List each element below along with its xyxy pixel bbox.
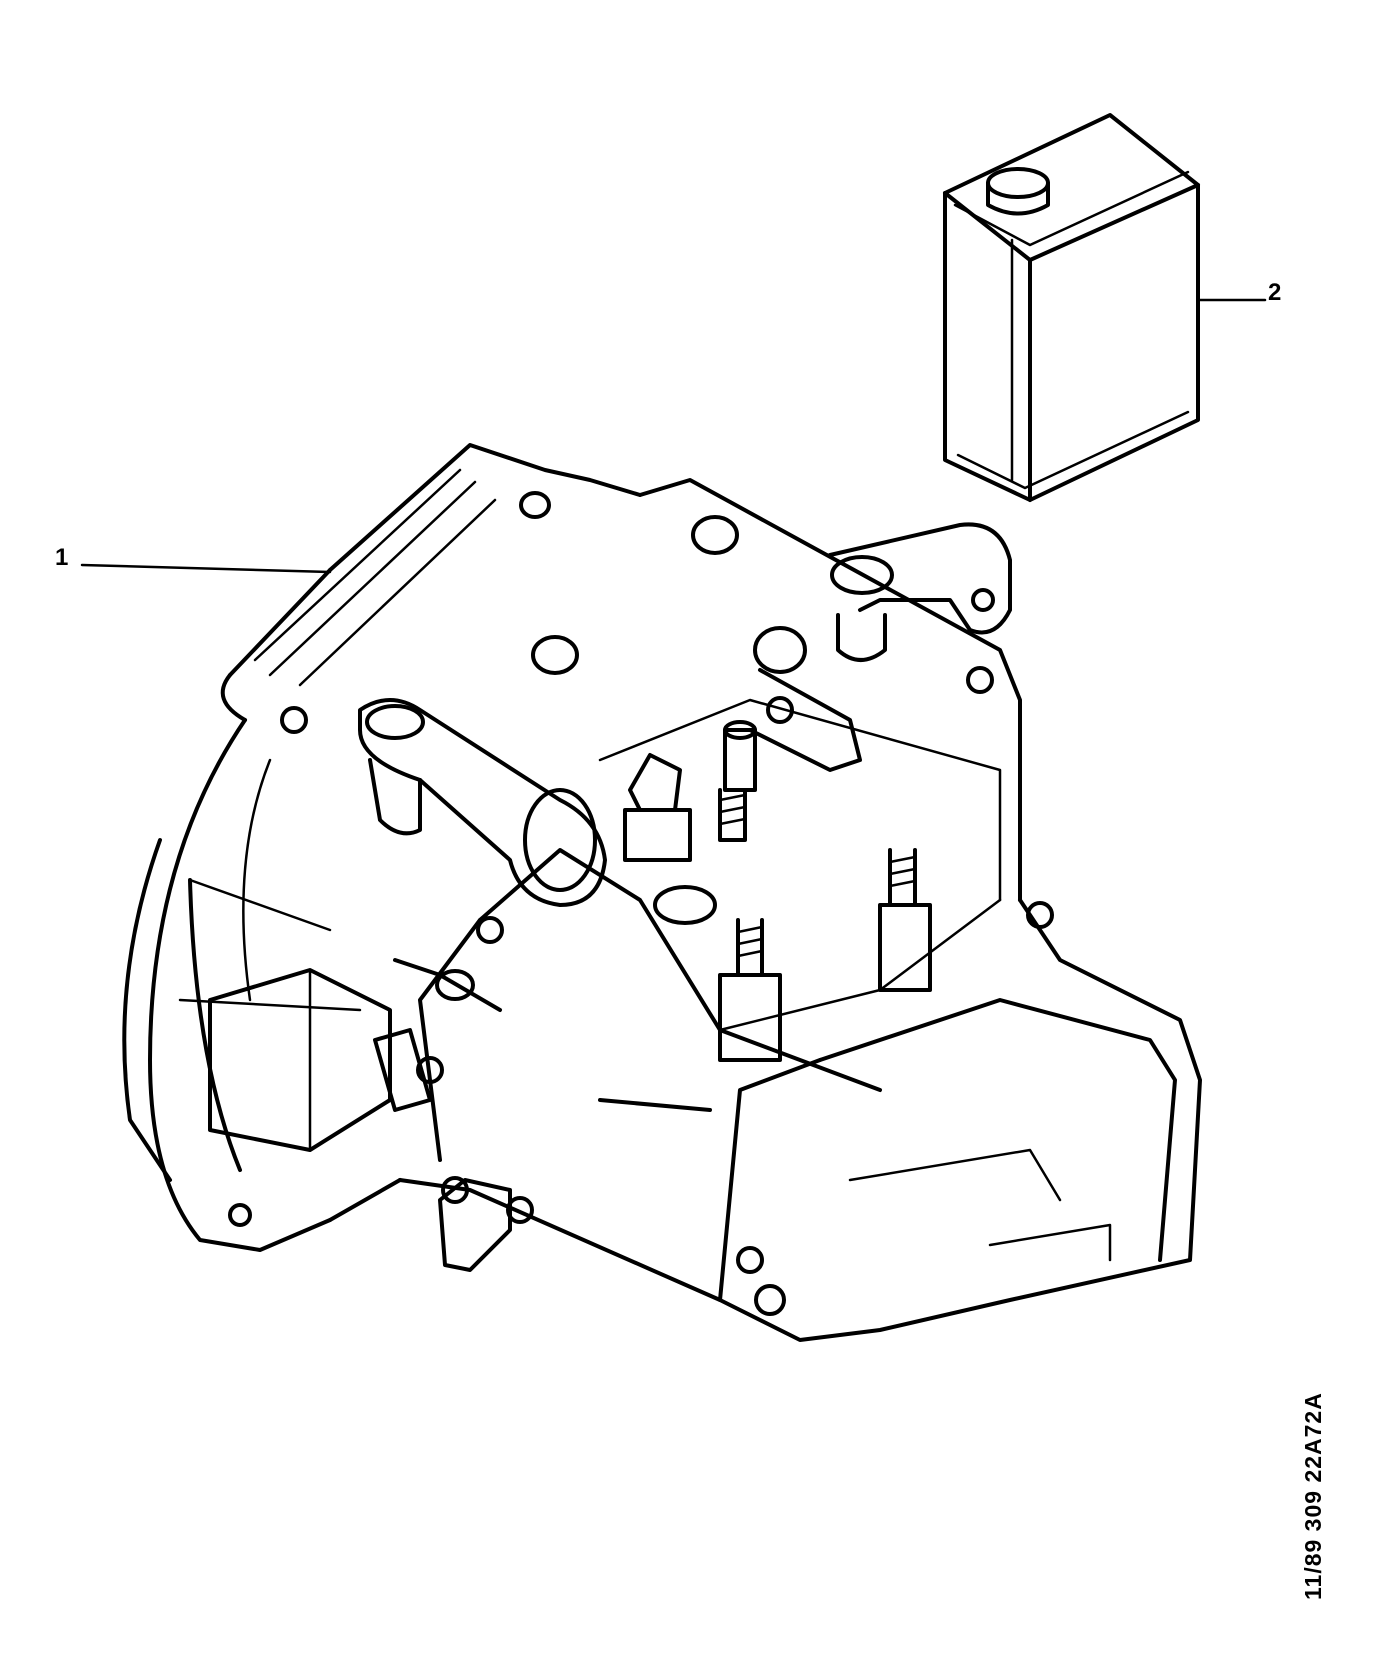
gearbox[interactable] [122,443,1202,1342]
leader-line-1 [80,563,332,574]
callout-number-1[interactable]: 1 [55,544,69,571]
callout-number-2[interactable]: 2 [1268,279,1282,306]
reference-code: 11/89 309 22A72A [1300,1392,1326,1600]
oil-can[interactable] [943,113,1200,502]
